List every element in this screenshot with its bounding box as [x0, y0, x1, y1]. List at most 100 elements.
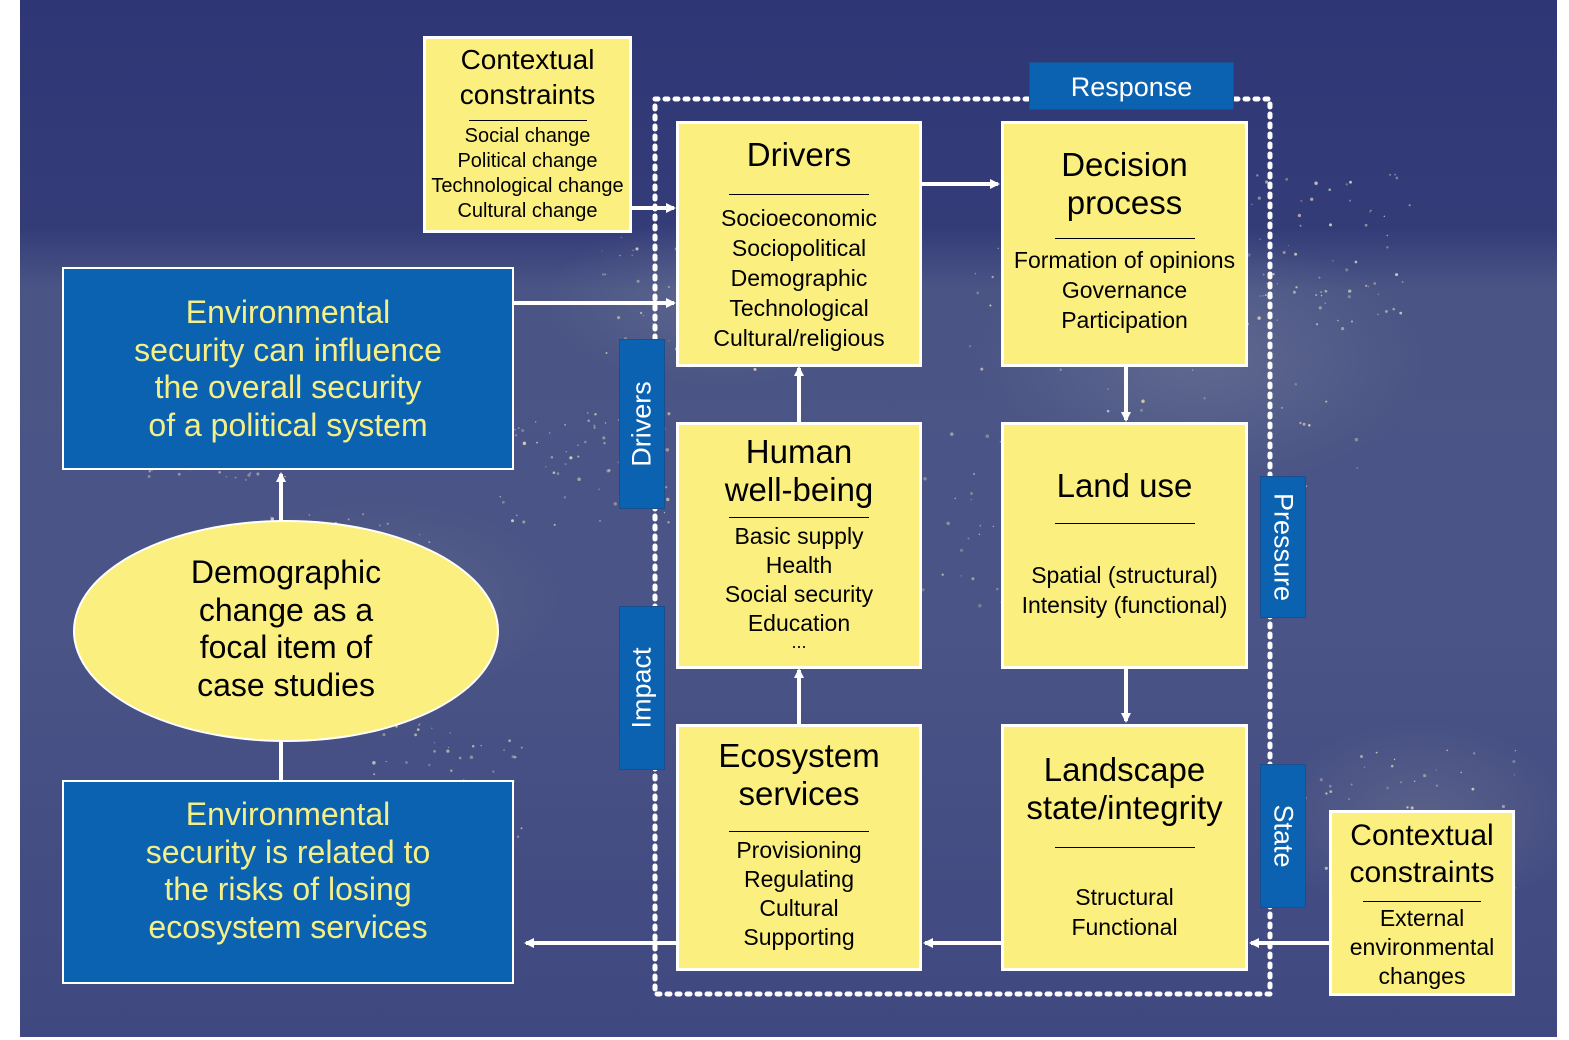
response-label: Response — [1070, 72, 1193, 102]
city-light-dot — [1400, 781, 1402, 784]
city-light-dot — [950, 432, 954, 436]
city-light-dot — [1318, 306, 1322, 310]
city-light-dot — [1395, 273, 1399, 277]
city-light-dot — [1332, 260, 1334, 262]
city-light-dot — [419, 723, 421, 725]
drivers-box: Drivers Socioeconomic Sociopolitical Dem… — [676, 121, 922, 367]
city-light-dot — [569, 456, 573, 460]
city-light-dot — [1446, 749, 1449, 752]
decision-process-box: Decision process Formation of opinions G… — [1001, 121, 1248, 367]
city-light-dot — [941, 573, 944, 576]
city-light-dot — [976, 291, 980, 295]
city-light-dot — [1324, 302, 1327, 305]
city-light-dot — [1393, 758, 1396, 761]
city-light-dot — [620, 236, 623, 239]
city-light-dot — [1276, 319, 1278, 322]
city-light-dot — [1271, 219, 1273, 222]
city-light-dot — [1365, 284, 1368, 287]
city-light-dot — [553, 523, 556, 526]
city-light-dot — [954, 497, 956, 500]
city-light-dot — [514, 434, 518, 437]
city-light-dot — [516, 835, 520, 838]
city-light-dot — [619, 254, 621, 257]
city-light-dot — [1257, 316, 1261, 320]
city-light-dot — [1319, 778, 1323, 782]
city-light-dot — [970, 498, 972, 501]
city-light-dot — [535, 421, 537, 423]
city-light-dot — [1513, 774, 1516, 776]
city-light-dot — [599, 519, 601, 522]
env-security-influence-box: Environmental security can influence the… — [62, 267, 514, 470]
city-light-dot — [1302, 422, 1306, 426]
city-light-dot — [1259, 295, 1261, 297]
city-light-dot — [522, 441, 527, 446]
city-light-dot — [1265, 180, 1269, 184]
city-light-dot — [1406, 806, 1409, 809]
city-light-dot — [469, 755, 474, 759]
city-light-dot — [450, 769, 453, 772]
city-light-dot — [564, 423, 567, 426]
demographic-change-ellipse: Demographic change as a focal item of ca… — [73, 520, 499, 742]
city-light-dot — [617, 461, 620, 464]
city-light-dot — [616, 315, 621, 320]
city-light-dot — [520, 827, 523, 830]
env-related-line: ecosystem services — [148, 908, 428, 945]
drivers-item: Cultural/religious — [713, 325, 885, 351]
city-light-dot — [602, 436, 606, 440]
divider — [468, 120, 587, 121]
city-light-dot — [1281, 407, 1283, 409]
city-light-dot — [1324, 289, 1328, 293]
city-light-dot — [511, 519, 514, 523]
ecosystem-title-1: Ecosystem — [718, 737, 880, 774]
contextual-bottom-title-1: Contextual — [1350, 819, 1494, 852]
city-light-dot — [503, 749, 506, 752]
city-light-dot — [753, 367, 757, 371]
city-light-dot — [177, 472, 181, 476]
city-light-dot — [979, 524, 982, 527]
decision-item: Formation of opinions — [1013, 247, 1236, 273]
city-light-dot — [565, 450, 567, 453]
city-light-dot — [642, 314, 645, 317]
pressure-tag-label: Pressure — [1268, 492, 1299, 602]
city-light-dot — [147, 475, 151, 478]
ecosystem-services-box: Ecosystem services Provisioning Regulati… — [676, 724, 922, 971]
city-light-dot — [997, 247, 999, 250]
city-light-dot — [996, 587, 999, 591]
city-light-dot — [234, 476, 237, 479]
city-light-dot — [1341, 327, 1345, 331]
city-light-dot — [1394, 173, 1397, 176]
city-light-dot — [382, 733, 386, 737]
city-light-dot — [980, 367, 984, 371]
city-light-dot — [1501, 804, 1505, 809]
city-light-dot — [1377, 293, 1379, 296]
env-related-line: Environmental — [185, 796, 391, 832]
wellbeing-item: ... — [791, 632, 807, 652]
city-light-dot — [1347, 295, 1351, 299]
city-light-dot — [593, 424, 596, 427]
wellbeing-item: Social security — [724, 581, 874, 607]
city-light-dot — [1329, 790, 1333, 793]
city-light-dot — [499, 495, 502, 498]
city-light-dot — [1514, 749, 1517, 752]
city-light-dot — [577, 444, 579, 446]
city-light-dot — [923, 477, 927, 481]
city-light-dot — [480, 744, 483, 747]
city-light-dot — [1141, 399, 1145, 403]
city-light-dot — [544, 465, 547, 468]
city-light-dot — [1139, 408, 1144, 412]
divider — [1363, 901, 1481, 902]
city-light-dot — [1349, 199, 1351, 202]
city-light-dot — [373, 773, 376, 776]
city-light-dot — [991, 275, 994, 279]
land-use-box: Land use Spatial (structural) Intensity … — [1001, 422, 1248, 669]
env-security-related-box: Environmental security is related to the… — [62, 780, 514, 984]
city-light-dot — [631, 254, 633, 256]
city-light-dot — [632, 249, 635, 252]
city-light-dot — [521, 428, 525, 433]
city-light-dot — [247, 473, 251, 477]
city-light-dot — [1320, 294, 1323, 297]
contextual-top-item: Political change — [457, 150, 598, 172]
city-light-dot — [564, 463, 567, 466]
city-light-dot — [593, 426, 596, 429]
city-light-dot — [1106, 409, 1110, 413]
